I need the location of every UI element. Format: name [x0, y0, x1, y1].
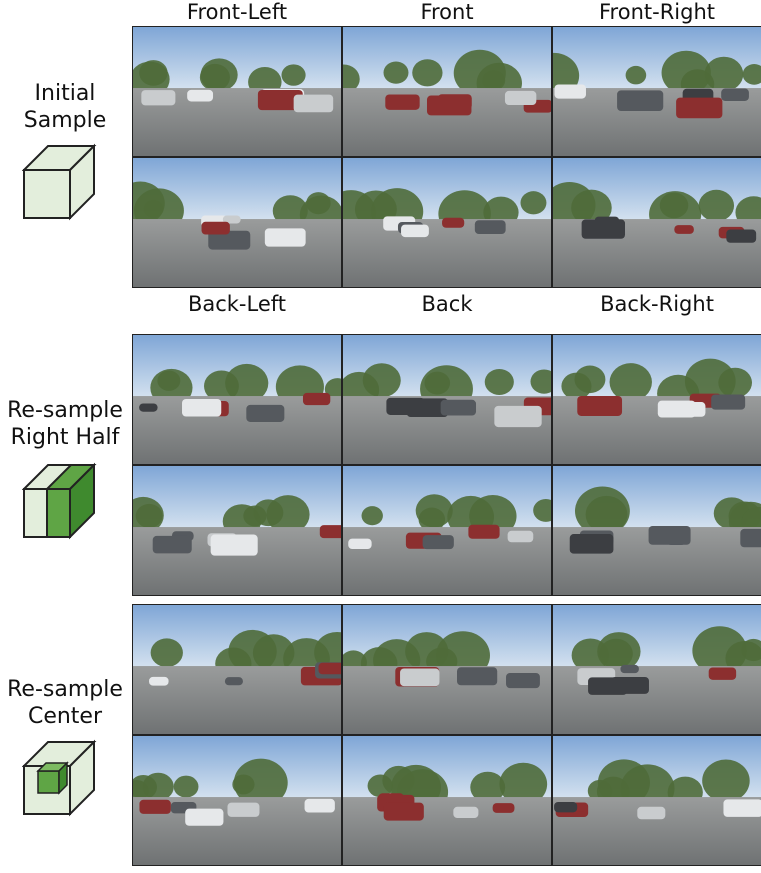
row-label-line2: Sample	[23, 108, 107, 133]
row-label-line1: Re-sample	[7, 398, 123, 423]
header-back-left: Back-Left	[187, 292, 287, 316]
street-view-image	[342, 735, 552, 866]
street-view-image	[552, 334, 761, 465]
cube-right-half-icon	[22, 462, 97, 540]
street-view-image	[342, 26, 552, 157]
row-label-line1: Initial	[34, 81, 96, 106]
street-view-image	[552, 26, 761, 157]
street-view-image	[552, 157, 761, 288]
row-label-line1: Re-sample	[7, 677, 123, 702]
street-view-image	[132, 334, 342, 465]
row-label-initial-sample: Initial Sample	[0, 80, 130, 134]
row-label-resample-center: Re-sample Center	[0, 676, 130, 730]
header-back-right: Back-Right	[600, 292, 714, 316]
street-view-image	[552, 735, 761, 866]
cube-center-icon	[22, 739, 97, 817]
header-back: Back	[421, 292, 473, 316]
street-view-image	[552, 604, 761, 735]
header-front: Front	[420, 0, 474, 24]
street-view-image	[132, 157, 342, 288]
street-view-image	[552, 465, 761, 596]
cube-plain-icon	[22, 143, 97, 221]
street-view-image	[132, 26, 342, 157]
street-view-image	[132, 604, 342, 735]
street-view-image	[342, 157, 552, 288]
street-view-image	[342, 604, 552, 735]
header-front-right: Front-Right	[599, 0, 715, 24]
row-label-resample-right-half: Re-sample Right Half	[0, 397, 130, 451]
street-view-image	[132, 465, 342, 596]
street-view-image	[342, 334, 552, 465]
row-label-line2: Center	[27, 704, 103, 729]
street-view-image	[342, 465, 552, 596]
row-label-line2: Right Half	[10, 425, 120, 450]
header-front-left: Front-Left	[186, 0, 288, 24]
street-view-image	[132, 735, 342, 866]
